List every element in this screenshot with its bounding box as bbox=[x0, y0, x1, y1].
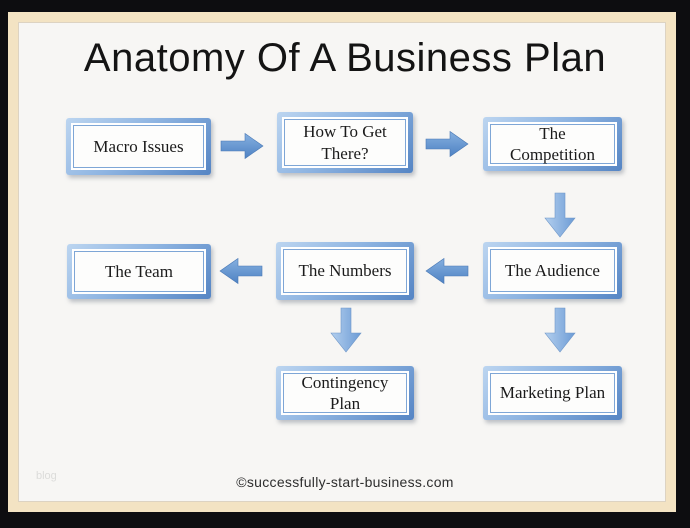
arrow-down-icon bbox=[330, 307, 362, 353]
flow-box-macro-issues: Macro Issues bbox=[66, 118, 211, 175]
credit-text: ©successfully-start-business.com bbox=[236, 474, 454, 490]
flow-box-the-audience: The Audience bbox=[483, 242, 622, 299]
arrow-right-icon bbox=[425, 130, 469, 158]
flow-box-label: The Audience bbox=[490, 249, 615, 292]
arrow-down-icon bbox=[544, 307, 576, 353]
page-title: Anatomy Of A Business Plan bbox=[83, 36, 607, 80]
flow-box-the-numbers: The Numbers bbox=[276, 242, 414, 300]
flow-box-label: The Team bbox=[74, 251, 204, 292]
flow-box-the-competition: The Competition bbox=[483, 117, 622, 171]
flow-box-the-team: The Team bbox=[67, 244, 211, 299]
arrow-left-icon bbox=[425, 257, 469, 285]
flow-box-label: The Numbers bbox=[283, 249, 407, 293]
flow-box-label: The Competition bbox=[490, 124, 615, 164]
blog-watermark: blog bbox=[36, 470, 57, 482]
arrow-right-icon bbox=[220, 132, 264, 160]
flow-box-contingency-plan: Contingency Plan bbox=[276, 366, 414, 420]
flow-box-marketing-plan: Marketing Plan bbox=[483, 366, 622, 420]
flow-box-label: How To Get There? bbox=[284, 119, 406, 166]
flow-box-label: Macro Issues bbox=[73, 125, 204, 168]
flow-box-how-to-get-there: How To Get There? bbox=[277, 112, 413, 173]
flow-box-label: Contingency Plan bbox=[283, 373, 407, 413]
flow-box-label: Marketing Plan bbox=[490, 373, 615, 413]
arrow-down-icon bbox=[544, 192, 576, 238]
arrow-left-icon bbox=[219, 257, 263, 285]
